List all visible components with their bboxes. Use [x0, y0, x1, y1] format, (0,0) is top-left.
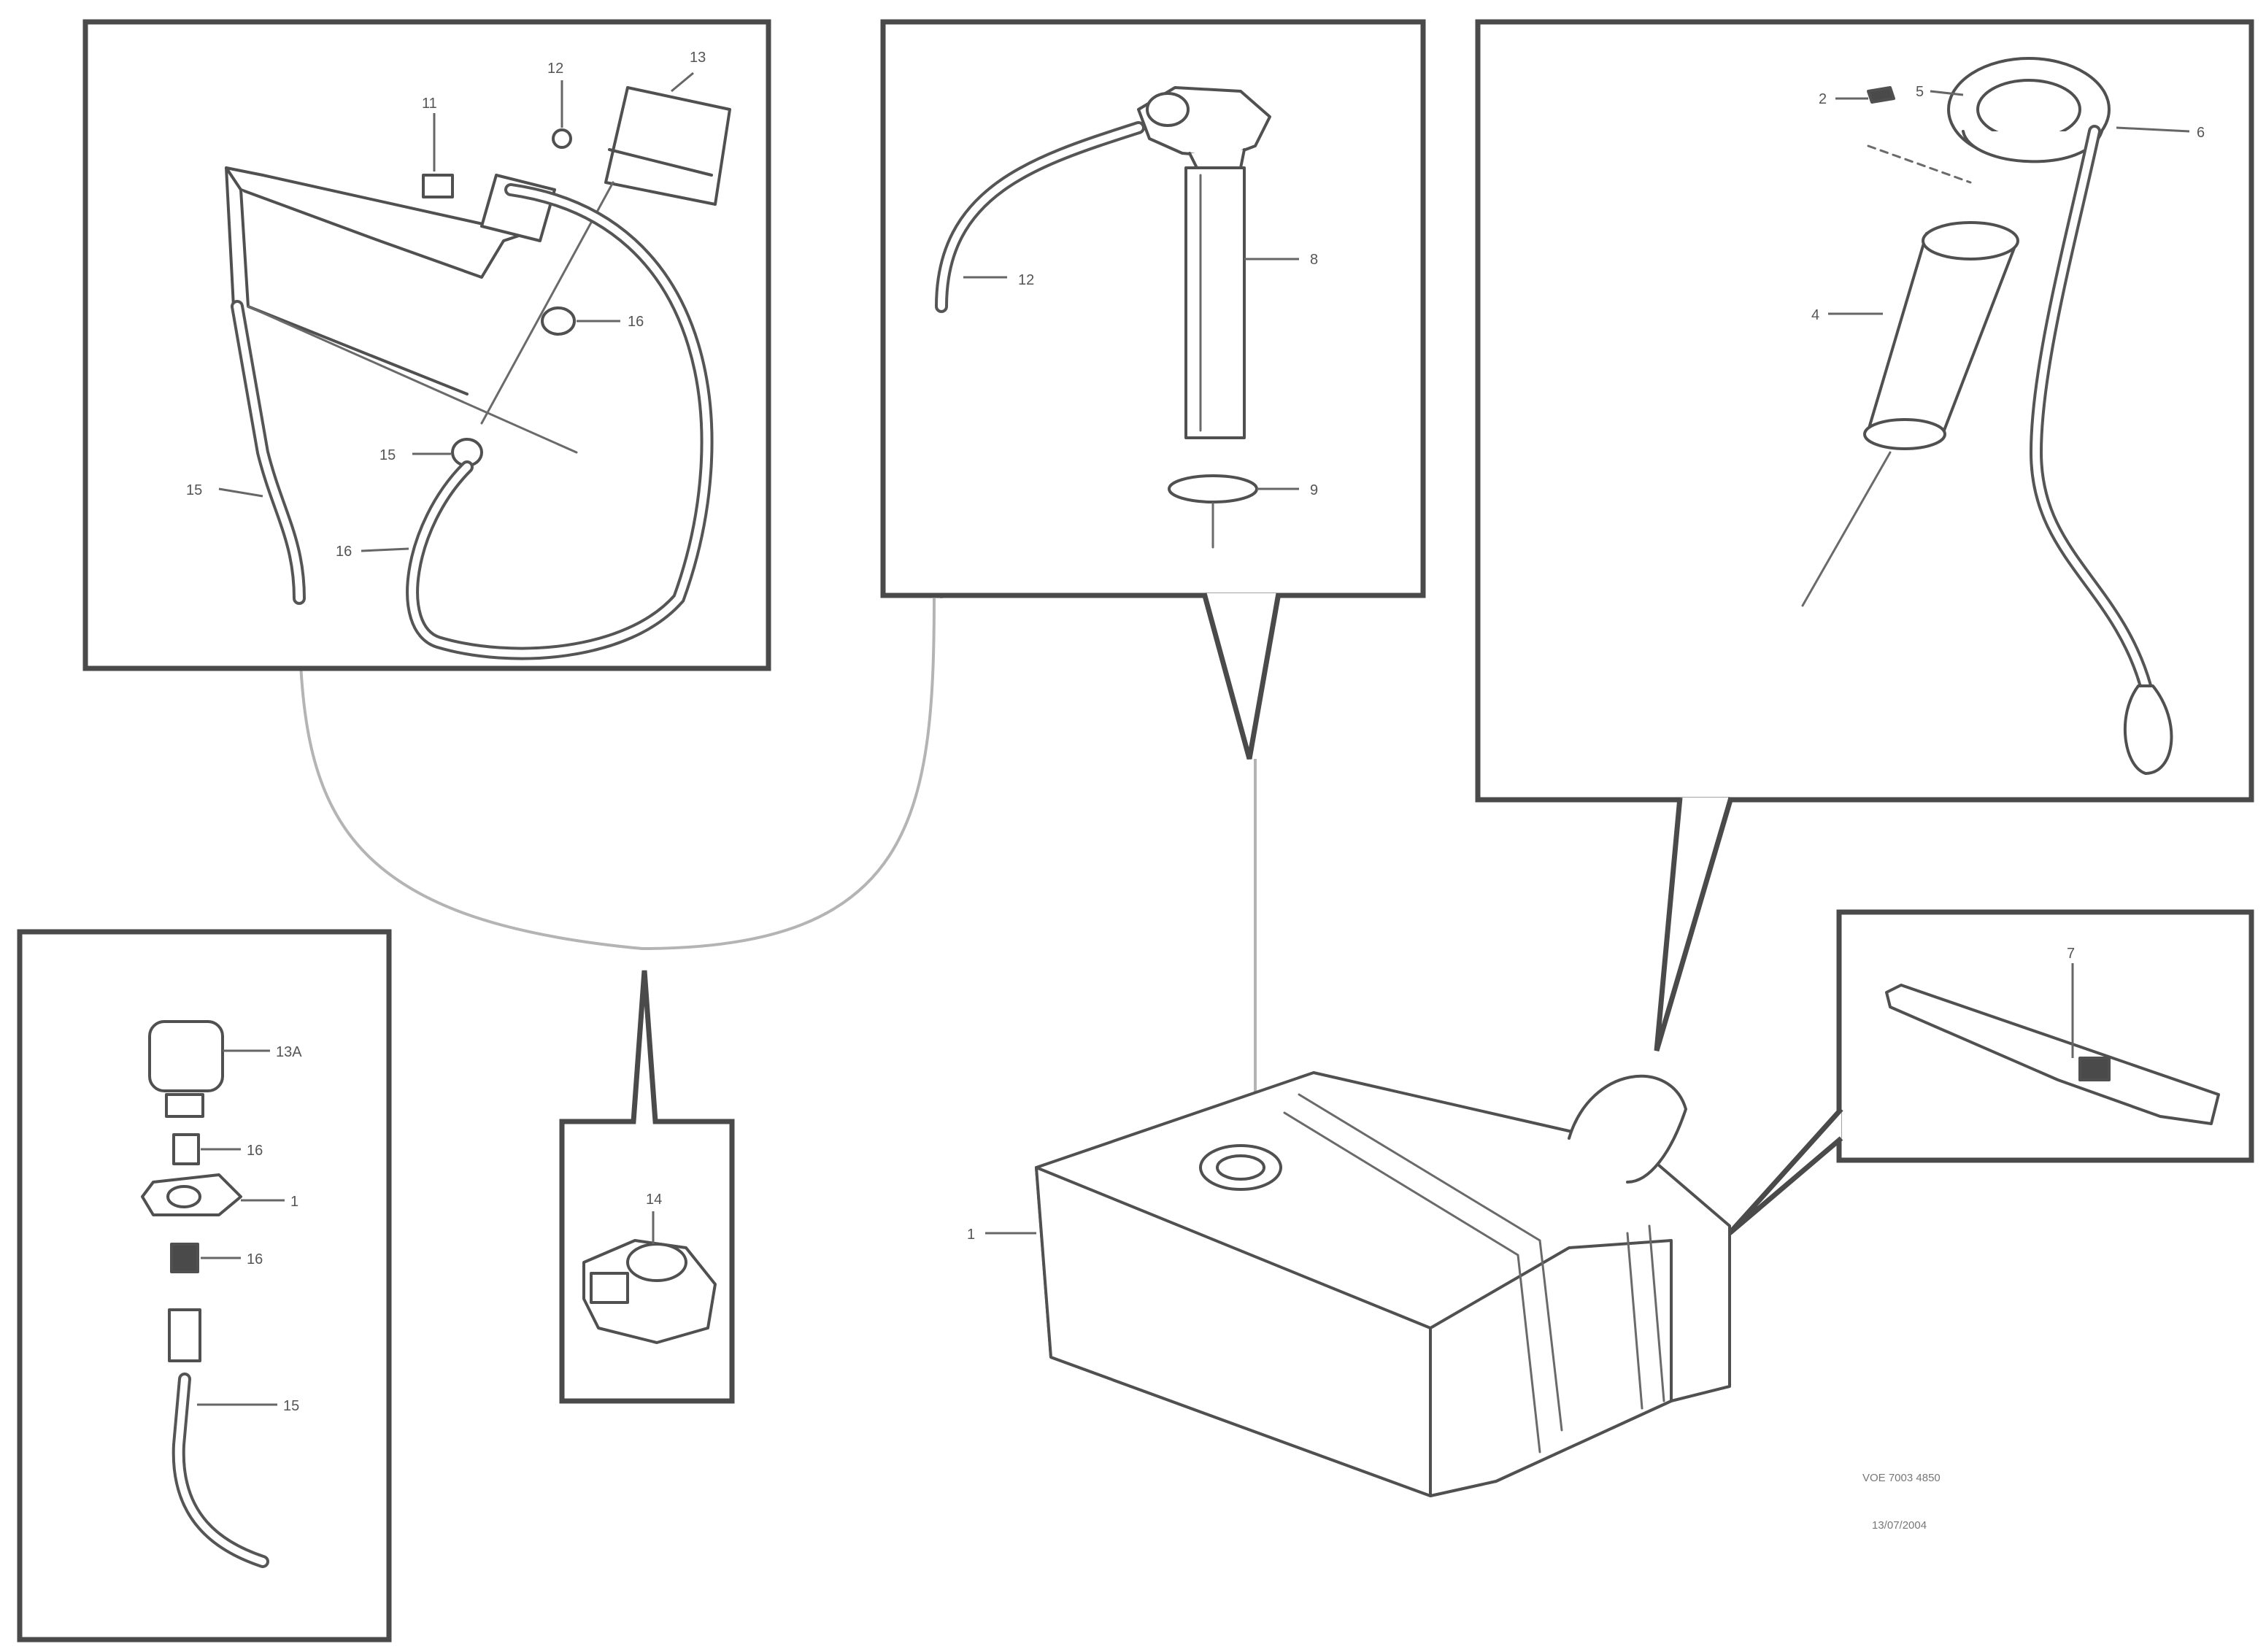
bottom-right-detail-frame: 7 — [1836, 909, 2254, 1163]
label-clamp-top: 11 — [422, 96, 437, 112]
label-cap-lock: 6 — [2197, 125, 2205, 141]
label-screw: 2 — [1819, 91, 1827, 107]
label-sender-tube: 8 — [1310, 252, 1318, 268]
label-hose-loop: 16 — [336, 544, 352, 560]
strap — [1885, 984, 2220, 1125]
bracket-plate — [225, 166, 527, 279]
label-hose: 12 — [1018, 272, 1034, 288]
label-nut: 16 — [247, 1251, 263, 1267]
reference-line-1: VOE 7003 4850 — [1862, 1472, 1941, 1484]
fuel-tank: 1 — [967, 1071, 1731, 1497]
nipple — [172, 1133, 200, 1165]
top-right-detail-frame: 2 5 6 4 — [1475, 19, 2254, 803]
label-filter-cap: 13 — [690, 50, 706, 66]
label-tank: 1 — [967, 1227, 975, 1243]
label-bushing-low: 15 — [379, 447, 396, 463]
label-o-ring: 9 — [1310, 482, 1318, 498]
drawing-reference: VOE 7003 4850 13/07/2004 — [1862, 1472, 1941, 1532]
callout-top-right — [1654, 797, 1734, 1051]
label-elbow-hose: 15 — [283, 1398, 299, 1414]
sender-tube — [1184, 166, 1246, 439]
callout-bottom-right — [1727, 1107, 1843, 1235]
label-tee: 1 — [290, 1194, 298, 1210]
label-nipple: 16 — [247, 1143, 263, 1159]
label-strap: 7 — [2067, 946, 2075, 962]
label-valve: 14 — [646, 1192, 662, 1208]
cap-13a — [148, 1020, 224, 1092]
label-cap: 5 — [1916, 84, 1924, 100]
bottom-center-detail: 14 — [582, 1192, 717, 1344]
label-bolt-top: 12 — [547, 61, 563, 77]
clamp-top — [422, 174, 454, 198]
bushing-mid — [541, 306, 576, 336]
label-cap-13a: 13A — [276, 1044, 302, 1060]
label-strainer: 4 — [1811, 307, 1819, 323]
top-center-detail-frame: 12 8 9 — [880, 19, 1426, 598]
filter-cap — [604, 86, 731, 206]
callout-top-center — [1201, 593, 1282, 760]
reference-line-2: 13/07/2004 — [1872, 1519, 1927, 1532]
bolt-top — [552, 128, 572, 149]
bottom-left-detail-frame: 13A 16 1 16 15 — [17, 929, 392, 1643]
label-hose-left: 15 — [186, 482, 202, 498]
top-left-detail-frame: 13 12 11 16 15 15 16 — [82, 19, 771, 671]
o-ring — [1168, 474, 1258, 503]
nut — [170, 1243, 199, 1273]
label-bushing-mid: 16 — [628, 314, 644, 330]
